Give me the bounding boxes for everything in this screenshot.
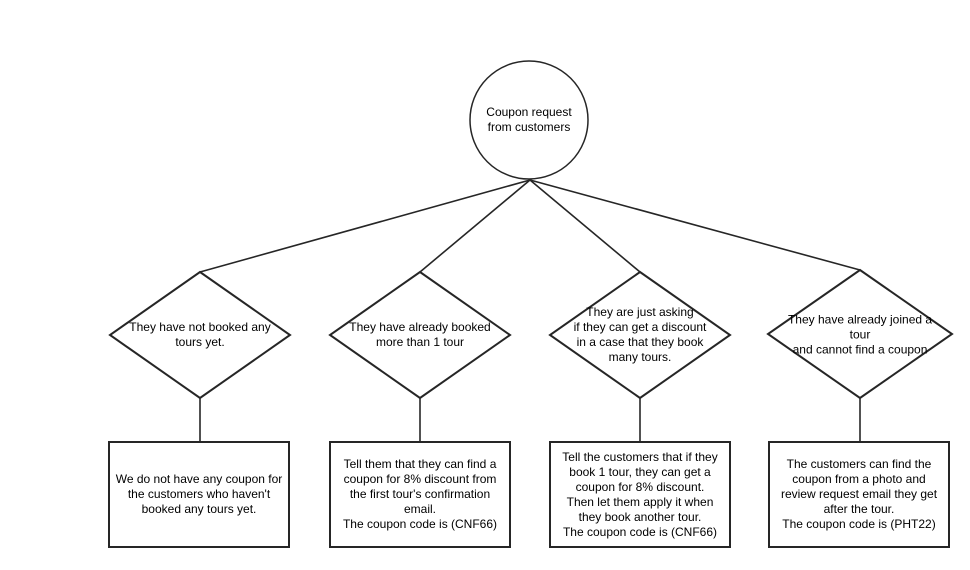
start-node-shape [469, 60, 589, 180]
condition-4-shape [766, 268, 954, 400]
condition-2-shape [328, 270, 512, 400]
condition-3-label: They are just asking if they can get a d… [573, 305, 707, 364]
action-3-label: Tell the customers that if they book 1 t… [562, 449, 718, 539]
action-4-label: The customers can find the coupon from a… [780, 457, 938, 531]
condition-1-shape [108, 270, 292, 400]
condition-2-label: They have already booked more than 1 tou… [349, 320, 491, 349]
action-2-label: Tell them that they can find a coupon fo… [342, 457, 498, 531]
edge-start-to-condition-3 [529, 179, 641, 273]
action-2-box: Tell them that they can find a coupon fo… [329, 441, 511, 548]
edge-start-to-condition-1 [199, 179, 531, 273]
condition-3-shape [548, 270, 732, 400]
start-node-label: Coupon request from customers [486, 105, 572, 134]
condition-1-label: They have not booked any tours yet. [129, 320, 271, 349]
edge-start-to-condition-4 [529, 179, 861, 271]
edge-start-to-condition-2 [419, 179, 531, 273]
action-1-box: We do not have any coupon for the custom… [108, 441, 290, 548]
action-1-label: We do not have any coupon for the custom… [115, 472, 283, 516]
action-3-box: Tell the customers that if they book 1 t… [549, 441, 731, 548]
condition-4-label: They have already joined a tour and cann… [787, 312, 933, 357]
action-4-box: The customers can find the coupon from a… [768, 441, 950, 548]
